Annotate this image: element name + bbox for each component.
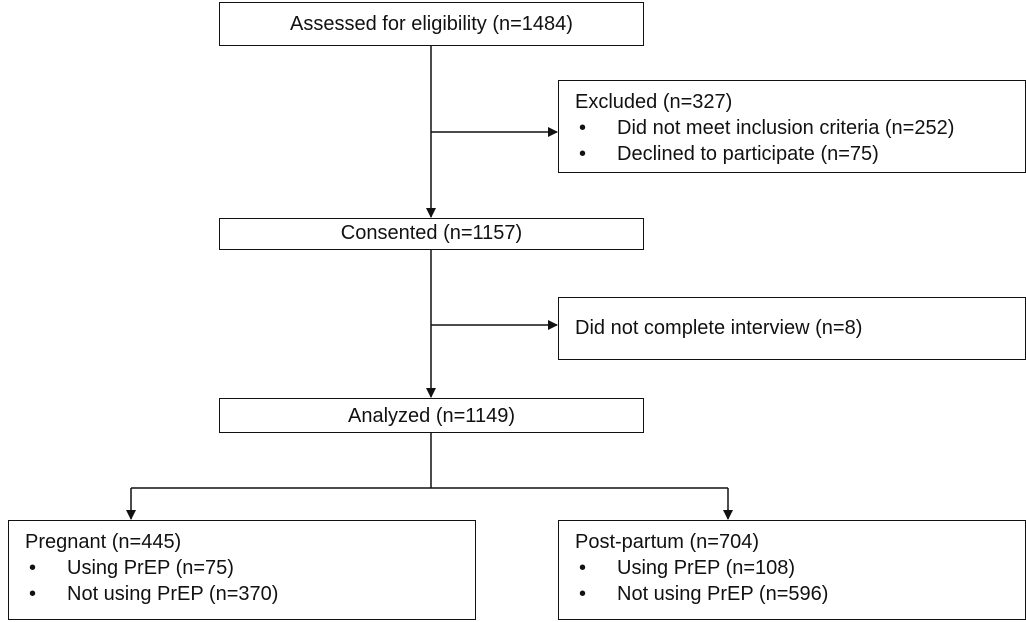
- excluded-heading: Excluded (n=327): [575, 91, 733, 113]
- postpartum-list: Using PrEP (n=108) Not using PrEP (n=596…: [575, 555, 1025, 607]
- excluded-box: Excluded (n=327) Did not meet inclusion …: [558, 80, 1026, 173]
- consented-box: Consented (n=1157): [219, 218, 644, 250]
- pregnant-heading: Pregnant (n=445): [25, 531, 182, 553]
- postpartum-item: Using PrEP (n=108): [575, 555, 1025, 581]
- analyzed-label: Analyzed (n=1149): [348, 405, 515, 427]
- excluded-list: Did not meet inclusion criteria (n=252) …: [575, 115, 1025, 167]
- postpartum-heading: Post-partum (n=704): [575, 531, 759, 553]
- postpartum-item: Not using PrEP (n=596): [575, 581, 1025, 607]
- pregnant-item: Using PrEP (n=75): [25, 555, 475, 581]
- pregnant-list: Using PrEP (n=75) Not using PrEP (n=370): [25, 555, 475, 607]
- analyzed-box: Analyzed (n=1149): [219, 398, 644, 433]
- assessed-label: Assessed for eligibility (n=1484): [290, 12, 573, 35]
- pregnant-box: Pregnant (n=445) Using PrEP (n=75) Not u…: [8, 520, 476, 620]
- excluded-item: Did not meet inclusion criteria (n=252): [575, 115, 1025, 141]
- no-interview-box: Did not complete interview (n=8): [558, 297, 1026, 360]
- no-interview-label: Did not complete interview (n=8): [575, 317, 863, 339]
- assessed-box: Assessed for eligibility (n=1484): [219, 2, 644, 46]
- pregnant-item: Not using PrEP (n=370): [25, 581, 475, 607]
- excluded-item: Declined to participate (n=75): [575, 141, 1025, 167]
- postpartum-box: Post-partum (n=704) Using PrEP (n=108) N…: [558, 520, 1026, 620]
- consented-label: Consented (n=1157): [340, 222, 523, 244]
